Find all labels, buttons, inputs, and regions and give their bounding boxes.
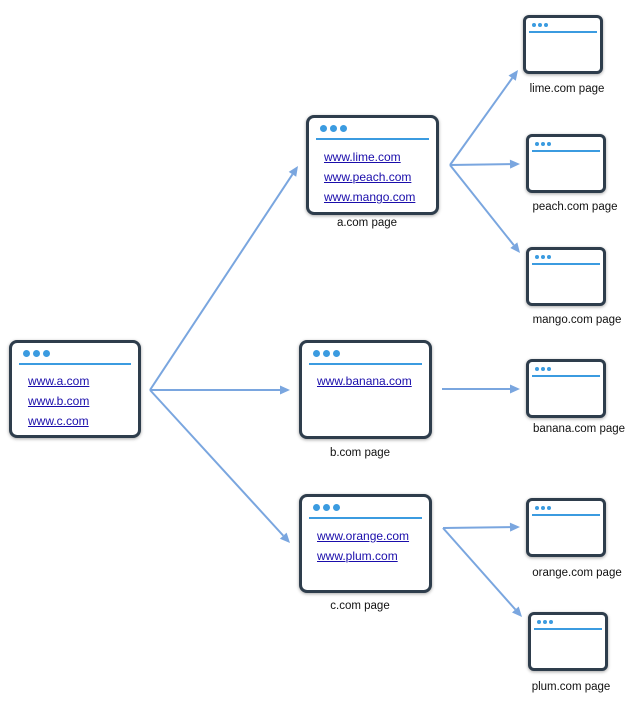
window-controls-icon bbox=[537, 620, 553, 624]
caption-peach: peach.com page bbox=[532, 201, 618, 213]
arrow-root-to-b bbox=[150, 385, 290, 395]
link-b[interactable]: www.b.com bbox=[28, 394, 90, 408]
window-peach bbox=[526, 134, 606, 193]
window-controls-icon bbox=[535, 255, 551, 259]
caption-lime: lime.com page bbox=[529, 83, 605, 95]
link-c[interactable]: www.c.com bbox=[28, 414, 89, 428]
window-a: www.lime.com www.peach.com www.mango.com bbox=[306, 115, 439, 215]
link-lime[interactable]: www.lime.com bbox=[324, 150, 401, 164]
title-bar-rule bbox=[532, 150, 600, 152]
window-controls-icon bbox=[23, 350, 50, 357]
window-mango bbox=[526, 247, 606, 306]
arrow-root-to-a bbox=[149, 166, 298, 391]
link-banana[interactable]: www.banana.com bbox=[317, 374, 412, 388]
window-b: www.banana.com bbox=[299, 340, 432, 439]
window-banana bbox=[526, 359, 606, 418]
caption-mango: mango.com page bbox=[532, 314, 622, 326]
window-controls-icon bbox=[313, 350, 340, 357]
caption-a: a.com page bbox=[336, 217, 398, 229]
title-bar-rule bbox=[316, 138, 429, 140]
window-plum bbox=[528, 612, 608, 671]
title-bar-rule bbox=[534, 628, 602, 630]
arrow-b-to-banana bbox=[442, 384, 520, 394]
link-mango[interactable]: www.mango.com bbox=[324, 190, 416, 204]
title-bar-rule bbox=[529, 31, 597, 33]
title-bar-rule bbox=[532, 263, 600, 265]
caption-c: c.com page bbox=[330, 600, 390, 612]
title-bar-rule bbox=[532, 375, 600, 377]
caption-banana: banana.com page bbox=[532, 423, 626, 435]
link-orange[interactable]: www.orange.com bbox=[317, 529, 410, 543]
link-a[interactable]: www.a.com bbox=[28, 374, 90, 388]
caption-b: b.com page bbox=[329, 447, 391, 459]
link-peach[interactable]: www.peach.com bbox=[324, 170, 412, 184]
arrow-c-to-plum bbox=[442, 527, 522, 617]
arrow-root-to-c bbox=[149, 389, 290, 543]
title-bar-rule bbox=[532, 514, 600, 516]
link-plum[interactable]: www.plum.com bbox=[317, 549, 398, 563]
caption-orange: orange.com page bbox=[532, 567, 622, 579]
window-controls-icon bbox=[320, 125, 347, 132]
arrow-a-to-peach bbox=[449, 159, 520, 169]
window-root: www.a.com www.b.com www.c.com bbox=[9, 340, 141, 438]
window-c: www.orange.com www.plum.com bbox=[299, 494, 432, 593]
window-orange bbox=[526, 498, 606, 557]
window-controls-icon bbox=[532, 23, 548, 27]
arrow-a-to-mango bbox=[449, 164, 520, 253]
title-bar-rule bbox=[309, 517, 422, 519]
window-lime bbox=[523, 15, 603, 74]
caption-plum: plum.com page bbox=[531, 681, 611, 693]
window-controls-icon bbox=[535, 367, 551, 371]
arrow-a-to-lime bbox=[449, 70, 518, 166]
window-controls-icon bbox=[313, 504, 340, 511]
window-controls-icon bbox=[535, 506, 551, 510]
window-controls-icon bbox=[535, 142, 551, 146]
title-bar-rule bbox=[309, 363, 422, 365]
title-bar-rule bbox=[19, 363, 131, 365]
arrow-c-to-orange bbox=[442, 522, 520, 532]
